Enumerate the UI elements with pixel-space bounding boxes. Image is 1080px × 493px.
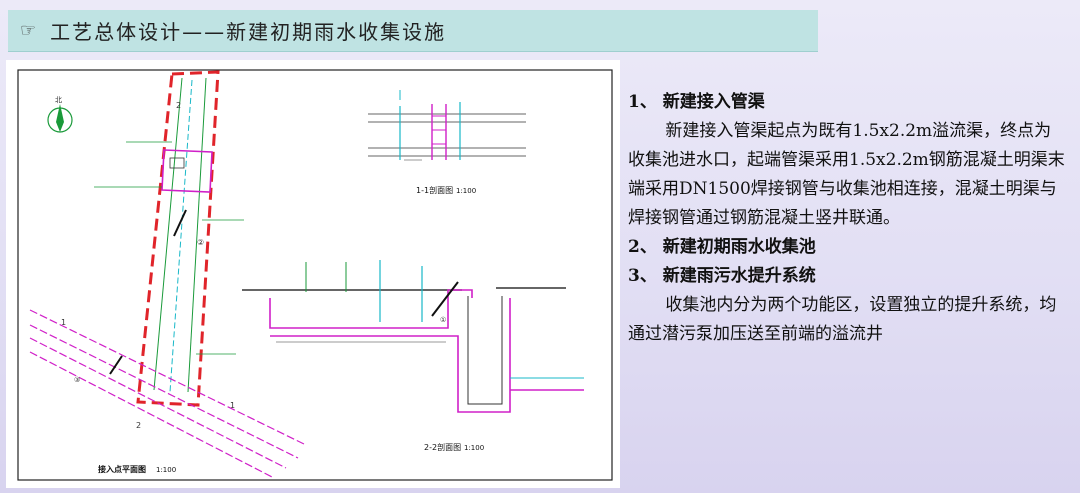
svg-text:1: 1 [230, 401, 235, 410]
item1-heading: 1、 新建接入管渠 [628, 92, 765, 112]
section-2-2-title: 2-2剖面图 [424, 442, 461, 452]
shaft-box [161, 149, 213, 193]
svg-text:1:100: 1:100 [464, 444, 484, 452]
engineering-drawing: 北 2 ② 1 2 [6, 60, 620, 488]
svg-text:1:100: 1:100 [156, 466, 176, 474]
drawing-svg: 北 2 ② 1 2 [17, 69, 613, 481]
svg-text:2: 2 [176, 101, 181, 110]
item3-heading: 3、 新建雨污水提升系统 [628, 266, 816, 286]
section-1-1: 1-1剖面图 1:100 [368, 90, 526, 195]
north-label: 北 [55, 96, 62, 104]
pointing-hand-icon: ☞ [20, 20, 37, 41]
plan-view: 2 ② 1 2 1 ③ 接入点平面图 1:100 [29, 70, 307, 479]
drawing-frame [17, 69, 613, 481]
slide-title-bar: ☞ 工艺总体设计——新建初期雨水收集设施 [8, 10, 818, 52]
section-2-2: ① 2-2剖面图 1:100 [242, 260, 584, 452]
red-dashed-boundary [136, 70, 220, 407]
item3-body: 收集池内分为两个功能区，设置独立的提升系统，均通过潜污泵加压送至前端的溢流井 [628, 295, 1057, 344]
description-panel: 1、 新建接入管渠 新建接入管渠起点为既有1.5x2.2m溢流渠，终点为收集池进… [628, 88, 1068, 349]
svg-text:2: 2 [136, 421, 141, 430]
north-arrow-icon: 北 [47, 96, 73, 133]
plan-title: 接入点平面图 [98, 464, 146, 474]
svg-text:③: ③ [74, 376, 80, 384]
item1-body: 新建接入管渠起点为既有1.5x2.2m溢流渠，终点为收集池进水口，起端管渠采用1… [628, 121, 1065, 228]
svg-text:1:100: 1:100 [456, 187, 476, 195]
svg-text:①: ① [440, 316, 446, 324]
svg-text:②: ② [197, 238, 204, 247]
svg-text:1: 1 [61, 318, 66, 327]
item2-heading: 2、 新建初期雨水收集池 [628, 237, 816, 257]
slide-title: 工艺总体设计——新建初期雨水收集设施 [50, 20, 447, 44]
section-1-1-title: 1-1剖面图 [416, 185, 453, 195]
